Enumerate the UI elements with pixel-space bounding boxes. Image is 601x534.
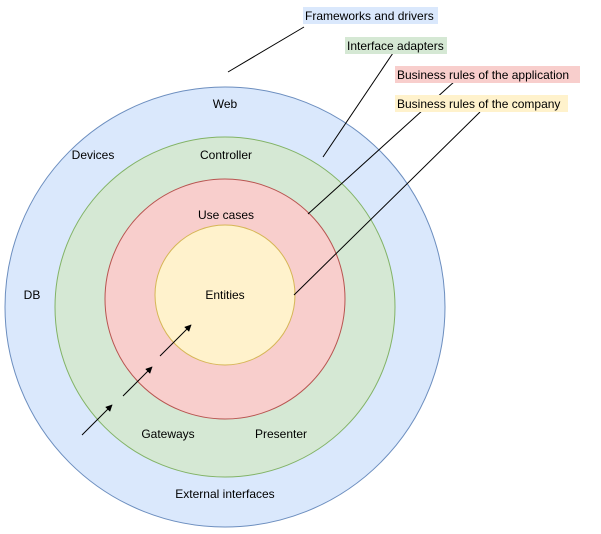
usecases-legend-label: Business rules of the application (397, 68, 569, 82)
entities-legend-label: Business rules of the company (397, 97, 560, 111)
external-interfaces-label: External interfaces (175, 487, 274, 501)
frameworks-legend-bg (303, 7, 438, 24)
gateways-label: Gateways (141, 427, 194, 441)
dependency-arrow-inner (159, 324, 192, 357)
usecases-legend-bg (395, 66, 580, 83)
db-label: DB (24, 288, 41, 302)
dependency-arrow-outer (81, 404, 113, 436)
use-cases-label: Use cases (198, 208, 254, 222)
adapters-legend-label: Interface adapters (347, 39, 444, 53)
adapters-legend-bg (345, 37, 447, 54)
entities-label: Entities (205, 288, 244, 302)
entities-leader-line (293, 111, 481, 296)
adapters-leader-line (322, 52, 394, 158)
presenter-label: Presenter (255, 427, 307, 441)
controller-label: Controller (200, 148, 252, 162)
dependency-arrow-middle (122, 366, 153, 397)
devices-label: Devices (72, 148, 115, 162)
frameworks-legend-label: Frameworks and drivers (305, 9, 434, 23)
frameworks-leader-line (227, 26, 305, 73)
web-label: Web (213, 97, 238, 111)
entities-legend-bg (395, 95, 568, 112)
